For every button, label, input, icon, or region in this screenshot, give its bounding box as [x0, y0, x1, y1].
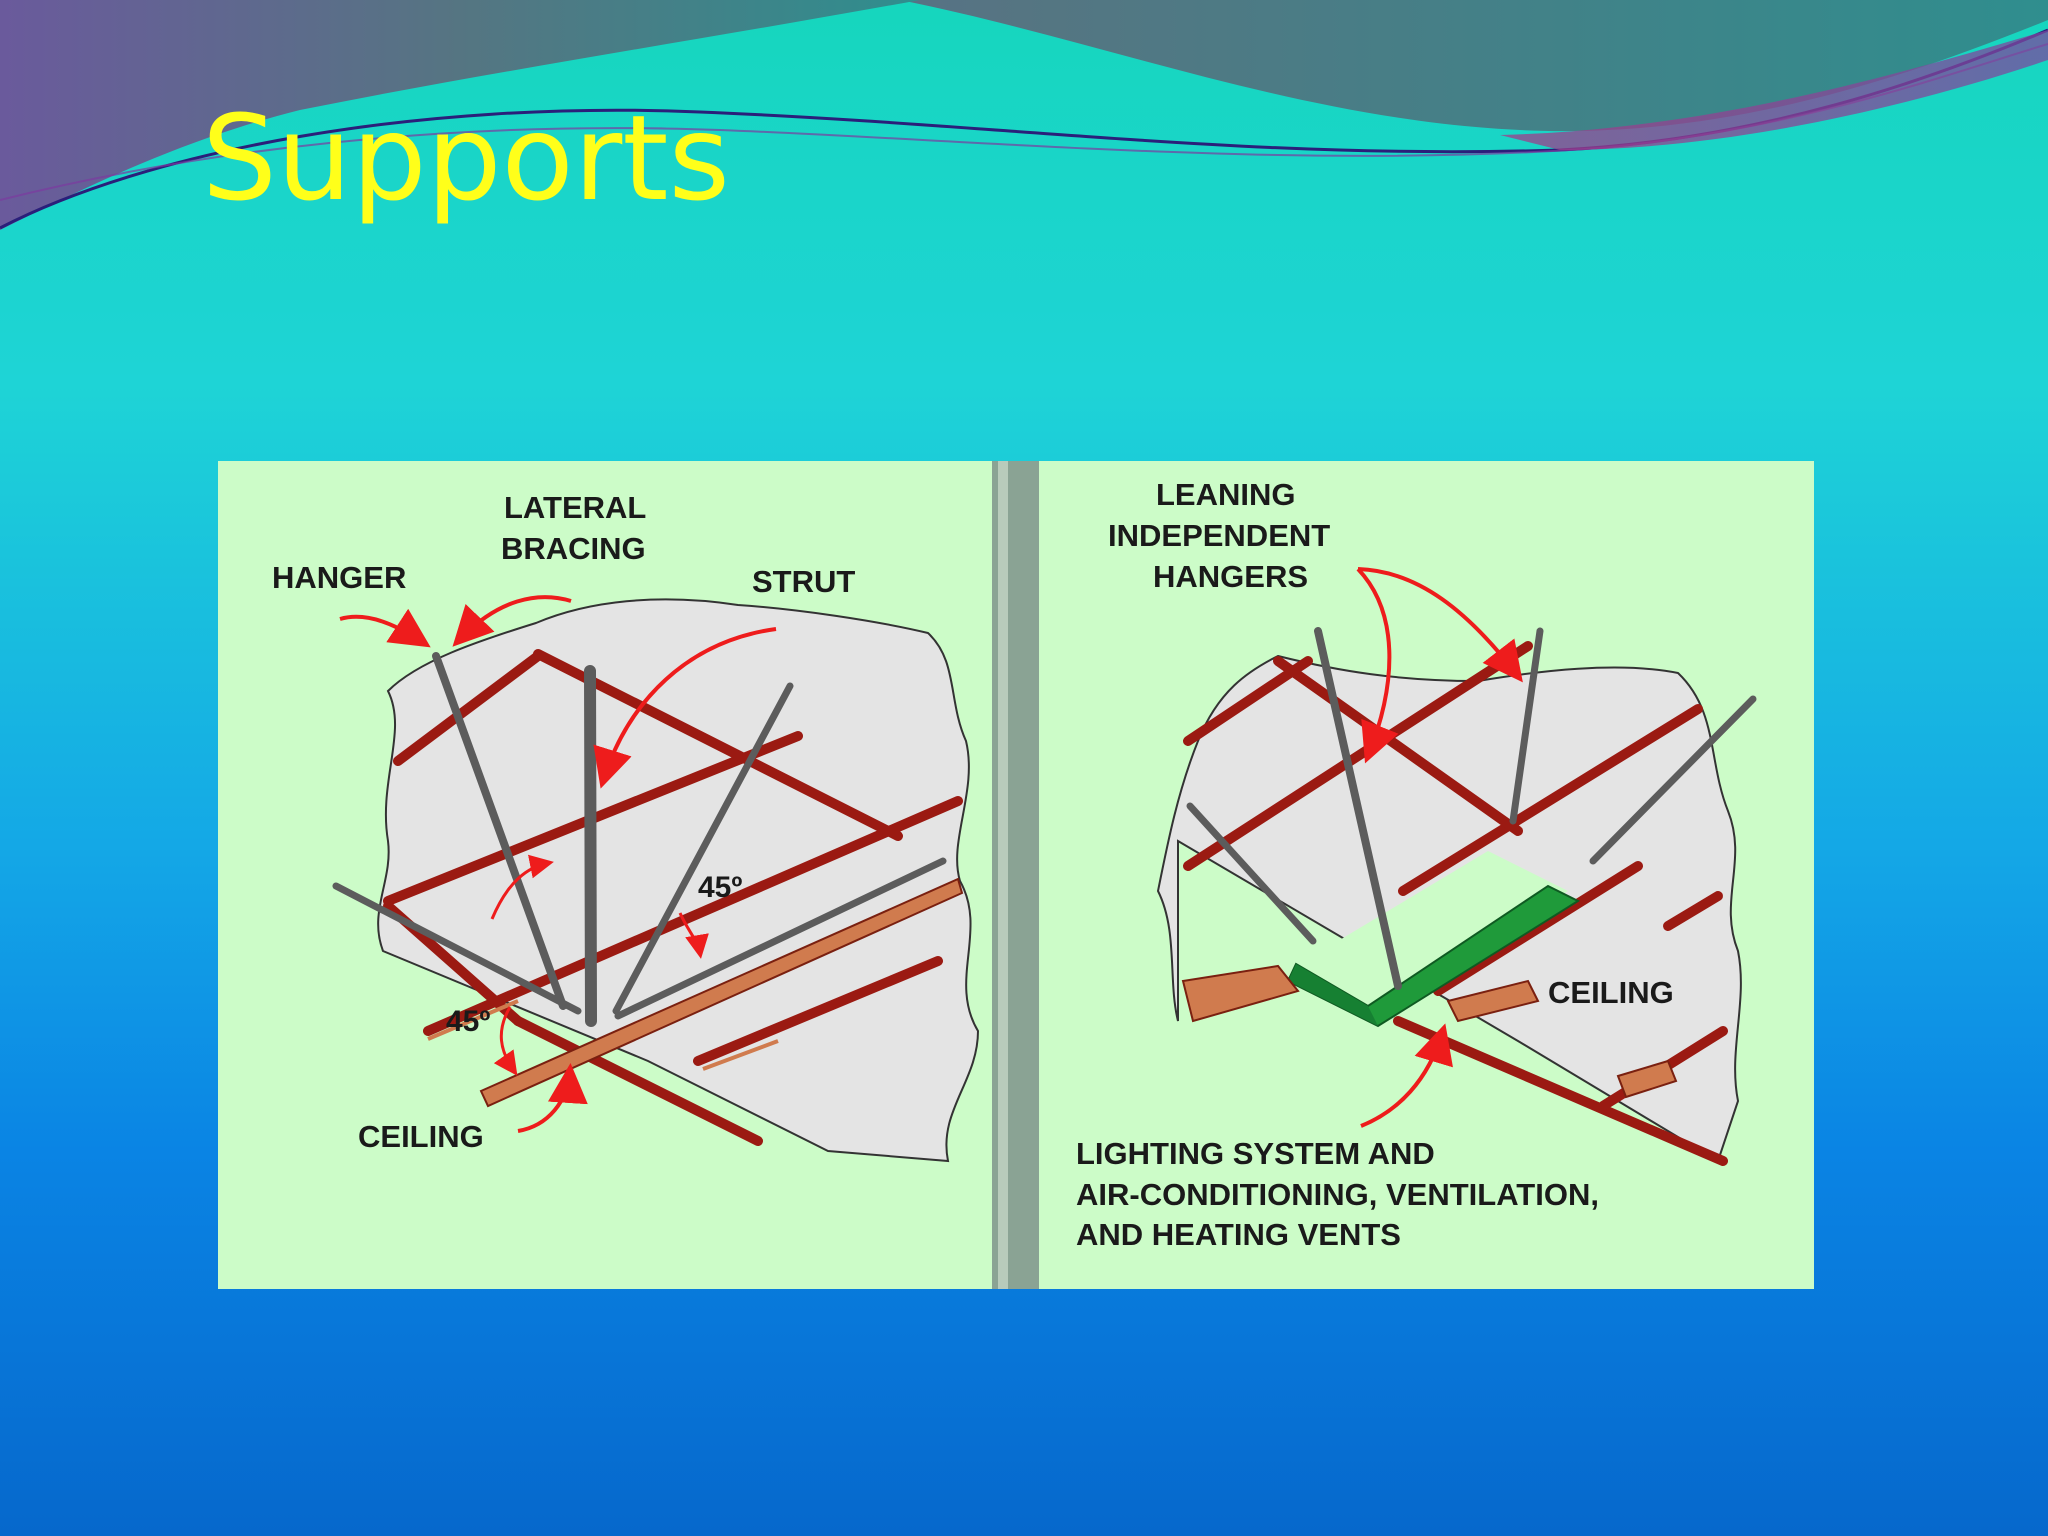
- left-panel-wires: [332, 652, 947, 1027]
- slide-title: Supports: [202, 89, 730, 227]
- ceiling-tile-area: [377, 598, 980, 1163]
- strut-arrow: [593, 627, 777, 789]
- hanger-arrow: [339, 608, 431, 648]
- leaning-hanger-3: [1589, 695, 1757, 865]
- lateral-bracing-label-line2: BRACING: [501, 531, 646, 566]
- supports-diagram: HANGER LATERAL BRACING STRUT 45º 45º CEI…: [218, 461, 1814, 1289]
- right-panel-arrows: [1356, 567, 1523, 1128]
- angle-label-upper: 45º: [698, 871, 742, 904]
- left-panel-labels: HANGER LATERAL BRACING STRUT 45º 45º CEI…: [272, 490, 855, 1154]
- left-panel-arrows: [339, 595, 777, 1133]
- main-tee-beam: [479, 877, 964, 1108]
- angle-label-lower: 45º: [446, 1005, 490, 1038]
- leaning-label-line3: HANGERS: [1153, 559, 1308, 594]
- strut-label: STRUT: [752, 564, 855, 599]
- left-panel-ceiling-grid: [377, 598, 980, 1163]
- leaning-hanger-arrow-1: [1356, 567, 1399, 764]
- lighting-arrow: [1360, 1023, 1453, 1128]
- ceiling-arrow: [517, 1063, 588, 1133]
- supports-diagram-canvas: HANGER LATERAL BRACING STRUT 45º 45º CEI…: [272, 461, 1757, 1289]
- lateral-bracing-arrow: [452, 595, 572, 647]
- ceiling-label-left: CEILING: [358, 1119, 484, 1154]
- hanger-wire: [432, 652, 567, 1010]
- lighting-label-line2: AIR-CONDITIONING, VENTILATION,: [1076, 1177, 1599, 1212]
- ceiling-label-right: CEILING: [1548, 975, 1674, 1010]
- header-wave-decoration: [0, 0, 2048, 230]
- leaning-hanger-arrow-2: [1357, 567, 1523, 683]
- leaning-label-line1: LEANING: [1156, 477, 1296, 512]
- right-panel-labels: LEANING INDEPENDENT HANGERS CEILING LIGH…: [1076, 477, 1674, 1252]
- leaning-hanger-4: [1186, 802, 1317, 945]
- bracing-wire-1: [612, 682, 794, 1015]
- hanger-label: HANGER: [272, 560, 406, 595]
- lighting-label-line3: AND HEATING VENTS: [1076, 1217, 1401, 1252]
- lighting-label-line1: LIGHTING SYSTEM AND: [1076, 1136, 1435, 1171]
- angle-arc-lower: [493, 1006, 518, 1076]
- right-panel-wires: [1186, 627, 1757, 990]
- right-panel-ceiling-grid: [1156, 641, 1742, 1166]
- leaning-hanger-2: [1509, 627, 1544, 825]
- angle-arc-upper: [490, 854, 554, 920]
- strut-post: [584, 665, 597, 1027]
- leaning-hanger-1: [1314, 627, 1402, 990]
- opening-area: [1288, 851, 1568, 1009]
- lateral-bracing-label-line1: LATERAL: [504, 490, 646, 525]
- bracing-wire-3: [332, 882, 582, 1015]
- leaning-label-line2: INDEPENDENT: [1108, 518, 1330, 553]
- angle-arc-right: [678, 912, 709, 959]
- bracing-wire-2: [614, 857, 947, 1020]
